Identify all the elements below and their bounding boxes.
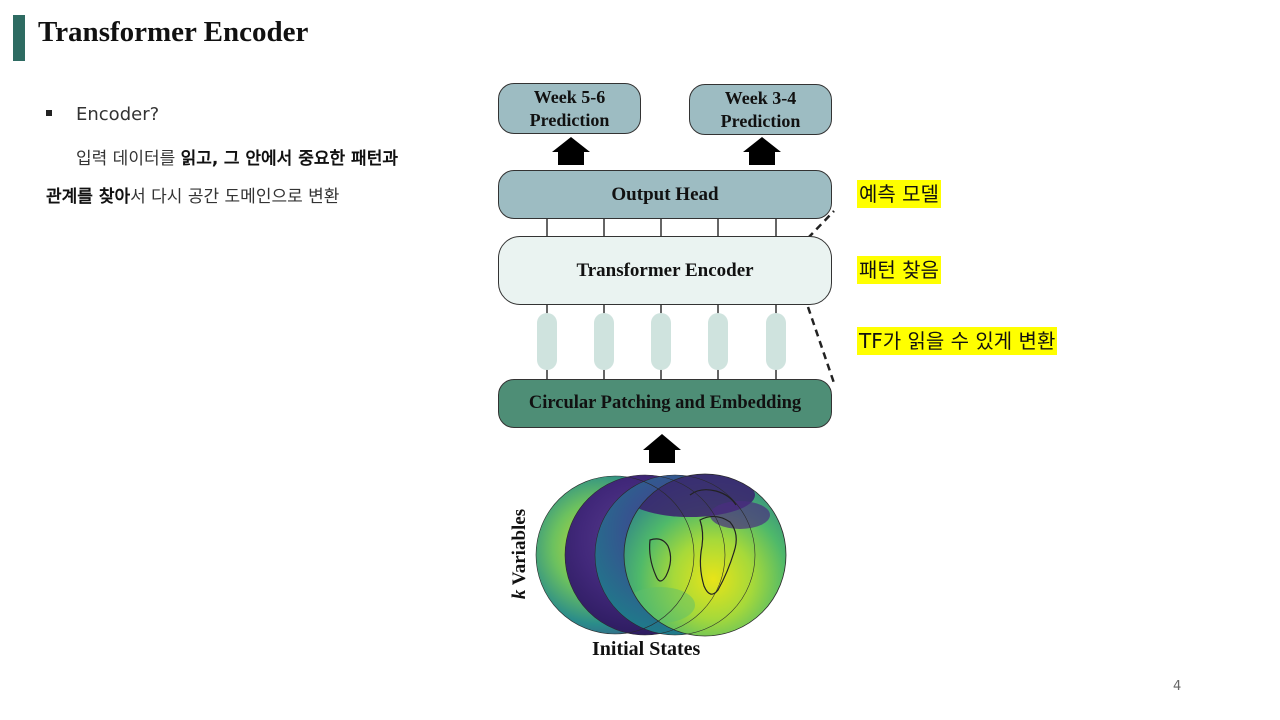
page-number: 4 bbox=[1173, 679, 1182, 694]
slide-title: Transformer Encoder bbox=[38, 16, 309, 48]
line2-text-a: 서 다시 공간 도메인으로 변환 bbox=[130, 187, 340, 207]
line1-bold-b: 그 안에서 중요한 패턴과 bbox=[223, 149, 398, 169]
transformer-encoder-box: Transformer Encoder bbox=[498, 236, 832, 305]
arrow-up-icon bbox=[552, 137, 590, 165]
zoom-dashed-line bbox=[806, 306, 836, 384]
line2-bold-a: 관계를 찾아 bbox=[46, 187, 131, 207]
token-embeddings bbox=[537, 313, 786, 370]
title-accent-bar bbox=[13, 15, 25, 61]
k-symbol: k bbox=[509, 589, 530, 600]
circular-patching-box: Circular Patching and Embedding bbox=[498, 379, 832, 428]
globe-stack-icon bbox=[535, 473, 787, 637]
variables-text: Variables bbox=[509, 508, 530, 590]
line1-text-a: 입력 데이터를 bbox=[76, 149, 181, 169]
line1-bold-a: 읽고, bbox=[180, 149, 219, 169]
arrow-up-icon bbox=[643, 434, 681, 463]
head-connectors bbox=[546, 219, 777, 236]
description-line-1: 입력 데이터를 읽고, 그 안에서 중요한 패턴과 bbox=[76, 144, 398, 169]
encoder-annotation: 패턴 찾음 bbox=[857, 256, 941, 284]
bullet-heading: Encoder? bbox=[76, 104, 160, 125]
k-variables-label: k Variables bbox=[509, 509, 531, 599]
token-connectors bbox=[546, 305, 777, 379]
description-line-2: 관계를 찾아서 다시 공간 도메인으로 변환 bbox=[46, 182, 339, 207]
output-head-box: Output Head bbox=[498, 170, 832, 219]
embedding-annotation: TF가 읽을 수 있게 변환 bbox=[857, 327, 1058, 355]
week-5-6-prediction-box: Week 5-6 Prediction bbox=[498, 83, 641, 134]
week-3-4-prediction-box: Week 3-4 Prediction bbox=[689, 84, 832, 135]
bullet-marker bbox=[46, 110, 52, 116]
initial-states-label: Initial States bbox=[592, 638, 701, 660]
output-annotation: 예측 모델 bbox=[857, 180, 941, 208]
arrow-up-icon bbox=[743, 137, 781, 165]
